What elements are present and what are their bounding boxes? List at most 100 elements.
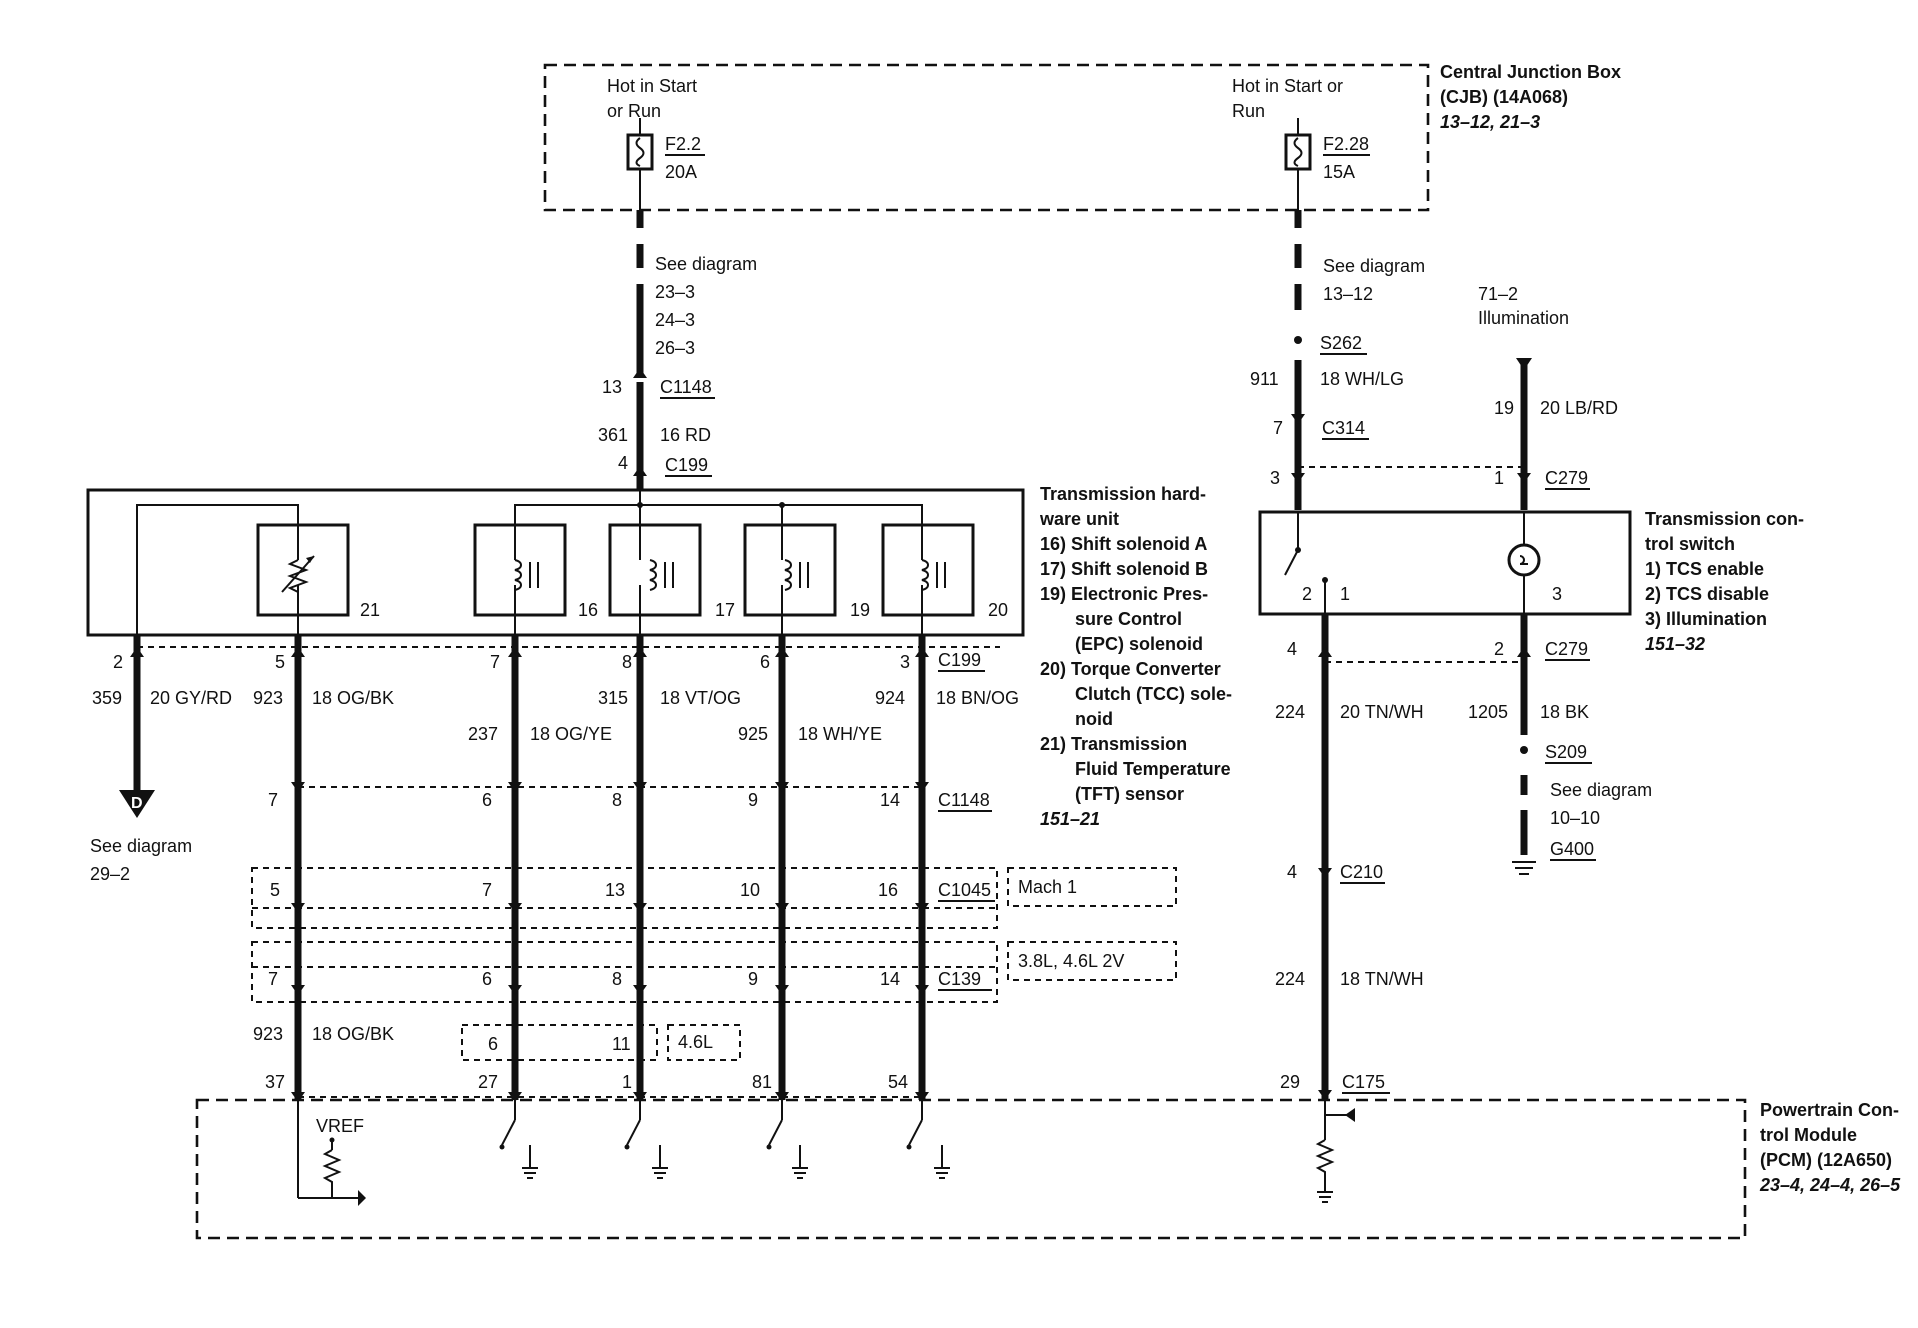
left-feed-pin-c1148: 13 (602, 377, 622, 397)
right-feed-c314: C314 (1322, 418, 1365, 438)
left-feed-c1148: C1148 (660, 377, 712, 397)
c1045-label: C1045 (938, 880, 991, 900)
c279-lower-label: C279 (1545, 639, 1588, 659)
left-feed-see: See diagram (655, 254, 757, 274)
shift-solenoid-b-icon (608, 523, 702, 617)
d-letter: D (131, 795, 143, 812)
fuse-left-id: F2.2 (665, 134, 701, 154)
cjb-left-hot-line2: or Run (607, 101, 661, 121)
c139-connector-row: 7 6 8 9 14 C139 3.8L, 4.6L 2V (251, 941, 1177, 1003)
vref-resistor-icon (297, 1100, 366, 1206)
c139-pin-2: 6 (482, 969, 492, 989)
cjb-outline (543, 63, 1430, 212)
tcc-solenoid-icon (881, 523, 975, 617)
wire-224-pin: 4 (1287, 639, 1297, 659)
wire-925-label: 18 WH/YE (798, 724, 882, 744)
transmission-control-switch: 2 1 3 Transmission con- trol switch 1) T… (1258, 509, 1804, 654)
cjb-title-line1: Central Junction Box (1440, 62, 1621, 82)
wire-924-pin: 3 (900, 652, 910, 672)
c139-pin-4: 9 (748, 969, 758, 989)
alt-46-pin-1: 6 (488, 1034, 498, 1054)
wire-923-pin: 5 (275, 652, 285, 672)
c1045-pin-4: 10 (740, 880, 760, 900)
wire-923-label: 18 OG/BK (312, 688, 394, 708)
c1148-pin-4: 9 (748, 790, 758, 810)
ground-g400-icon (1512, 861, 1536, 875)
c139-note: 3.8L, 4.6L 2V (1018, 951, 1124, 971)
c1148-pin-2: 6 (482, 790, 492, 810)
solenoid-driver-2-icon (624, 1100, 668, 1179)
c1045-pin-3: 13 (605, 880, 625, 900)
thu-item-21: 21) Transmission (1040, 734, 1187, 754)
illumination-ref: 71–2 (1478, 284, 1518, 304)
illumination-label: Illumination (1478, 308, 1569, 328)
lower-923-wire: 18 OG/BK (312, 1024, 394, 1044)
pcm-pin-81: 81 (752, 1072, 772, 1092)
tcs-ref: 151–32 (1645, 634, 1705, 654)
thu-outline (86, 488, 1025, 637)
left-feed-ref-2: 24–3 (655, 310, 695, 330)
illumination-circuit: 19 (1494, 398, 1514, 418)
left-feed-c199: C199 (665, 455, 708, 475)
right-feed-see: See diagram (1323, 256, 1425, 276)
tcs-item-2: 2) TCS disable (1645, 584, 1769, 604)
fuse-right-rating: 15A (1323, 162, 1355, 182)
c175-pin: 29 (1280, 1072, 1300, 1092)
wire-315-circuit: 315 (598, 688, 628, 708)
thu-item-19-line2: sure Control (1075, 609, 1182, 629)
c1045-connector-row: 5 7 13 10 16 C1045 Mach 1 (251, 867, 1177, 929)
tcs-pin-2: 2 (1302, 584, 1312, 604)
c1045-pin-2: 7 (482, 880, 492, 900)
left-feed-circuit: 361 (598, 425, 628, 445)
tcs-input-resistor-icon (1315, 1100, 1355, 1203)
left-feed-wire: See diagram 23–3 24–3 26–3 13 C1148 361 … (598, 210, 757, 490)
pcm-pin-27: 27 (478, 1072, 498, 1092)
pcm-vref: VREF (316, 1116, 364, 1136)
wire-237-circuit: 237 (468, 724, 498, 744)
thu-item-20-line2: Clutch (TCC) sole- (1075, 684, 1232, 704)
thu-item-21-line2: Fluid Temperature (1075, 759, 1231, 779)
c279-pin-left: 3 (1270, 468, 1280, 488)
c1148-connector-row: 7 6 8 9 14 C1148 (268, 786, 992, 812)
d-ref: 29–2 (90, 864, 130, 884)
tcs-switch-icon (1284, 512, 1328, 614)
c139-pin-3: 8 (612, 969, 622, 989)
splice-s262: S262 (1320, 333, 1362, 353)
tcs-pin-1: 1 (1340, 584, 1350, 604)
fuse-left-rating: 20A (665, 162, 697, 182)
pcm-title-line2: trol Module (1760, 1125, 1857, 1145)
wire-224-label: 20 TN/WH (1340, 702, 1424, 722)
illumination-lamp-icon (1507, 512, 1541, 614)
right-lower-ref: 10–10 (1550, 808, 1600, 828)
wire-315-label: 18 VT/OG (660, 688, 741, 708)
powertrain-control-module: VREF (195, 1098, 1901, 1240)
lower-224-wire: 18 TN/WH (1340, 969, 1424, 989)
pcm-ref: 23–4, 24–4, 26–5 (1759, 1175, 1901, 1195)
fuse-f2-2-icon (626, 118, 654, 210)
thu-item-19: 19) Electronic Pres- (1040, 584, 1208, 604)
d-connector-icon (119, 790, 155, 818)
right-feed-wire-label: 18 WH/LG (1320, 369, 1404, 389)
thu-item-20-line3: noid (1075, 709, 1113, 729)
c210-label: C210 (1340, 862, 1383, 882)
cjb-right-hot-line2: Run (1232, 101, 1265, 121)
tcs-title-line2: trol switch (1645, 534, 1735, 554)
solenoid-driver-3-icon (766, 1100, 808, 1179)
ground-g400: G400 (1550, 839, 1594, 859)
lower-224-circuit: 224 (1275, 969, 1305, 989)
c1045-pin-5: 16 (878, 880, 898, 900)
thu-label-16: 16 (578, 600, 598, 620)
wire-359-pin: 2 (113, 652, 123, 672)
central-junction-box: Hot in Start or Run Hot in Start or Run … (543, 62, 1621, 212)
pcm-pin-1: 1 (622, 1072, 632, 1092)
pcm-outline (195, 1098, 1747, 1240)
d-see: See diagram (90, 836, 192, 856)
c279-top-label: C279 (1545, 468, 1588, 488)
c279-pin-right: 1 (1494, 468, 1504, 488)
pcm-title-line3: (PCM) (12A650) (1760, 1150, 1892, 1170)
fuse-f2-28-icon (1284, 118, 1312, 210)
thu-item-21-line3: (TFT) sensor (1075, 784, 1184, 804)
c175-label: C175 (1342, 1072, 1385, 1092)
wire-224-circuit: 224 (1275, 702, 1305, 722)
